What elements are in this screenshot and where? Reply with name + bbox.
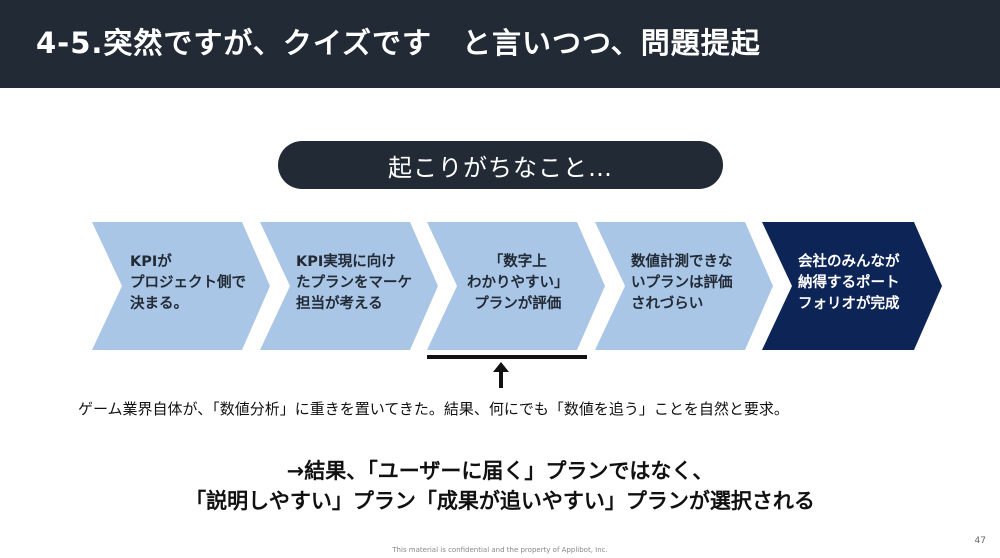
header-bar: 4-5.突然ですが、クイズです と言いつつ、問題提起	[0, 0, 1000, 88]
flow-step-2-label: KPI実現に向け たプランをマーケ 担当が考える	[296, 254, 412, 312]
flow-step-1: KPIが プロジェクト側で 決まる。	[92, 222, 270, 350]
flow-step-3-label: 「数字上 わかりやすい」 プランが評価	[467, 254, 569, 312]
flow-step-2: KPI実現に向け たプランをマーケ 担当が考える	[260, 222, 438, 350]
flow-step-1-label: KPIが プロジェクト側で 決まる。	[130, 254, 246, 312]
flow-step-4-label: 数値計測できな いプランは評価 されづらい	[631, 254, 733, 312]
flow-step-4: 数値計測できな いプランは評価 されづらい	[595, 222, 773, 350]
caption-text: ゲーム業界自体が、「数値分析」に重きを置いてきた。結果、何にでも「数値を追う」こ…	[78, 400, 789, 418]
arrow-up-icon	[493, 362, 509, 388]
flow-step-5-label: 会社のみんなが 納得するポート フォリオが完成	[798, 254, 900, 312]
confidential-footer: This material is confidential and the pr…	[392, 546, 608, 554]
page-title: 4-5.突然ですが、クイズです と言いつつ、問題提起	[36, 26, 761, 60]
conclusion-line-1: →結果、「ユーザーに届く」プランではなく、	[286, 459, 714, 483]
section-pill-label: 起こりがちなこと…	[388, 153, 613, 182]
flow-step-5: 会社のみんなが 納得するポート フォリオが完成	[762, 222, 942, 350]
bracket-line	[427, 355, 587, 359]
page-number: 47	[974, 536, 986, 546]
flow-step-3: 「数字上 わかりやすい」 プランが評価	[427, 222, 605, 350]
conclusion-line-2: 「説明しやすい」プラン「成果が追いやすい」プランが選択される	[185, 489, 815, 513]
section-pill: 起こりがちなこと…	[278, 141, 723, 189]
